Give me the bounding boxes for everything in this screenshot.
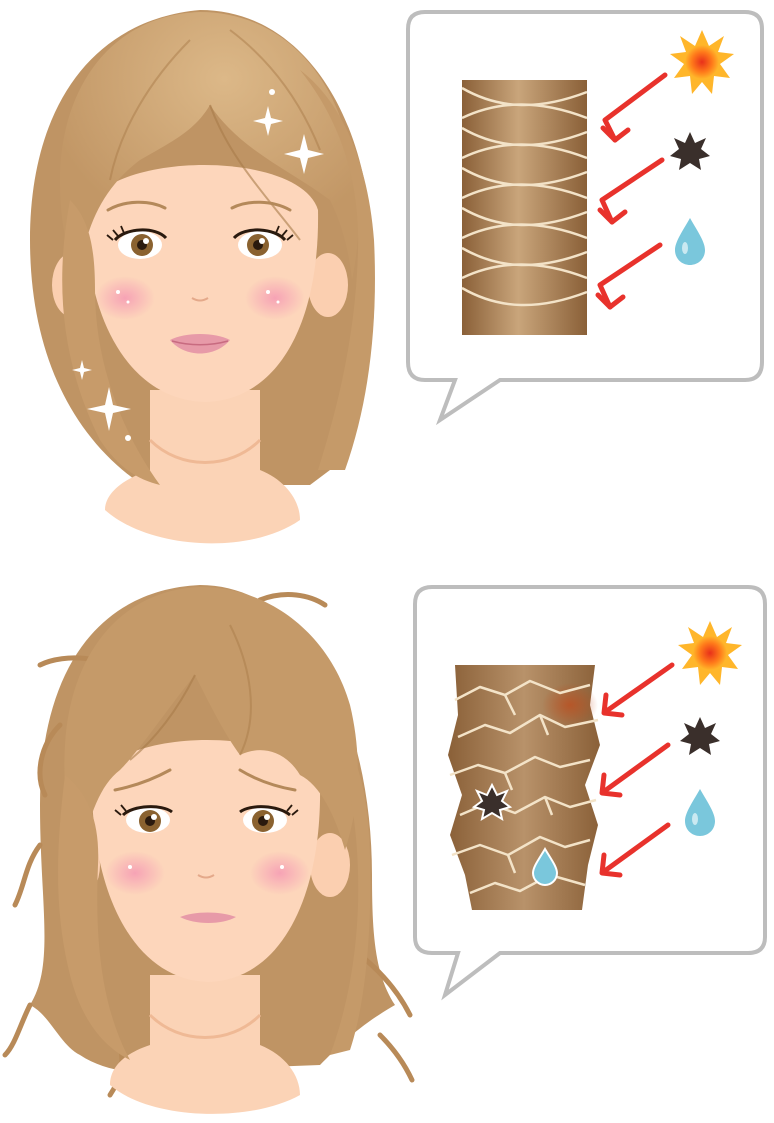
damaged-illustration — [0, 575, 774, 1123]
blush-right — [250, 851, 310, 895]
healthy-woman-figure — [30, 10, 375, 543]
hair-strand-damaged — [448, 665, 600, 910]
damaged-woman-figure — [5, 585, 412, 1114]
healthy-illustration — [0, 0, 774, 560]
healthy-hair-scene — [0, 0, 774, 560]
speech-bubble-healthy — [408, 12, 762, 420]
blush-left — [105, 851, 165, 895]
blush-left — [95, 276, 155, 320]
hair-strand-healthy — [462, 80, 587, 335]
speech-bubble-damaged — [415, 587, 765, 995]
blush-right — [245, 276, 305, 320]
damaged-hair-scene — [0, 575, 774, 1123]
